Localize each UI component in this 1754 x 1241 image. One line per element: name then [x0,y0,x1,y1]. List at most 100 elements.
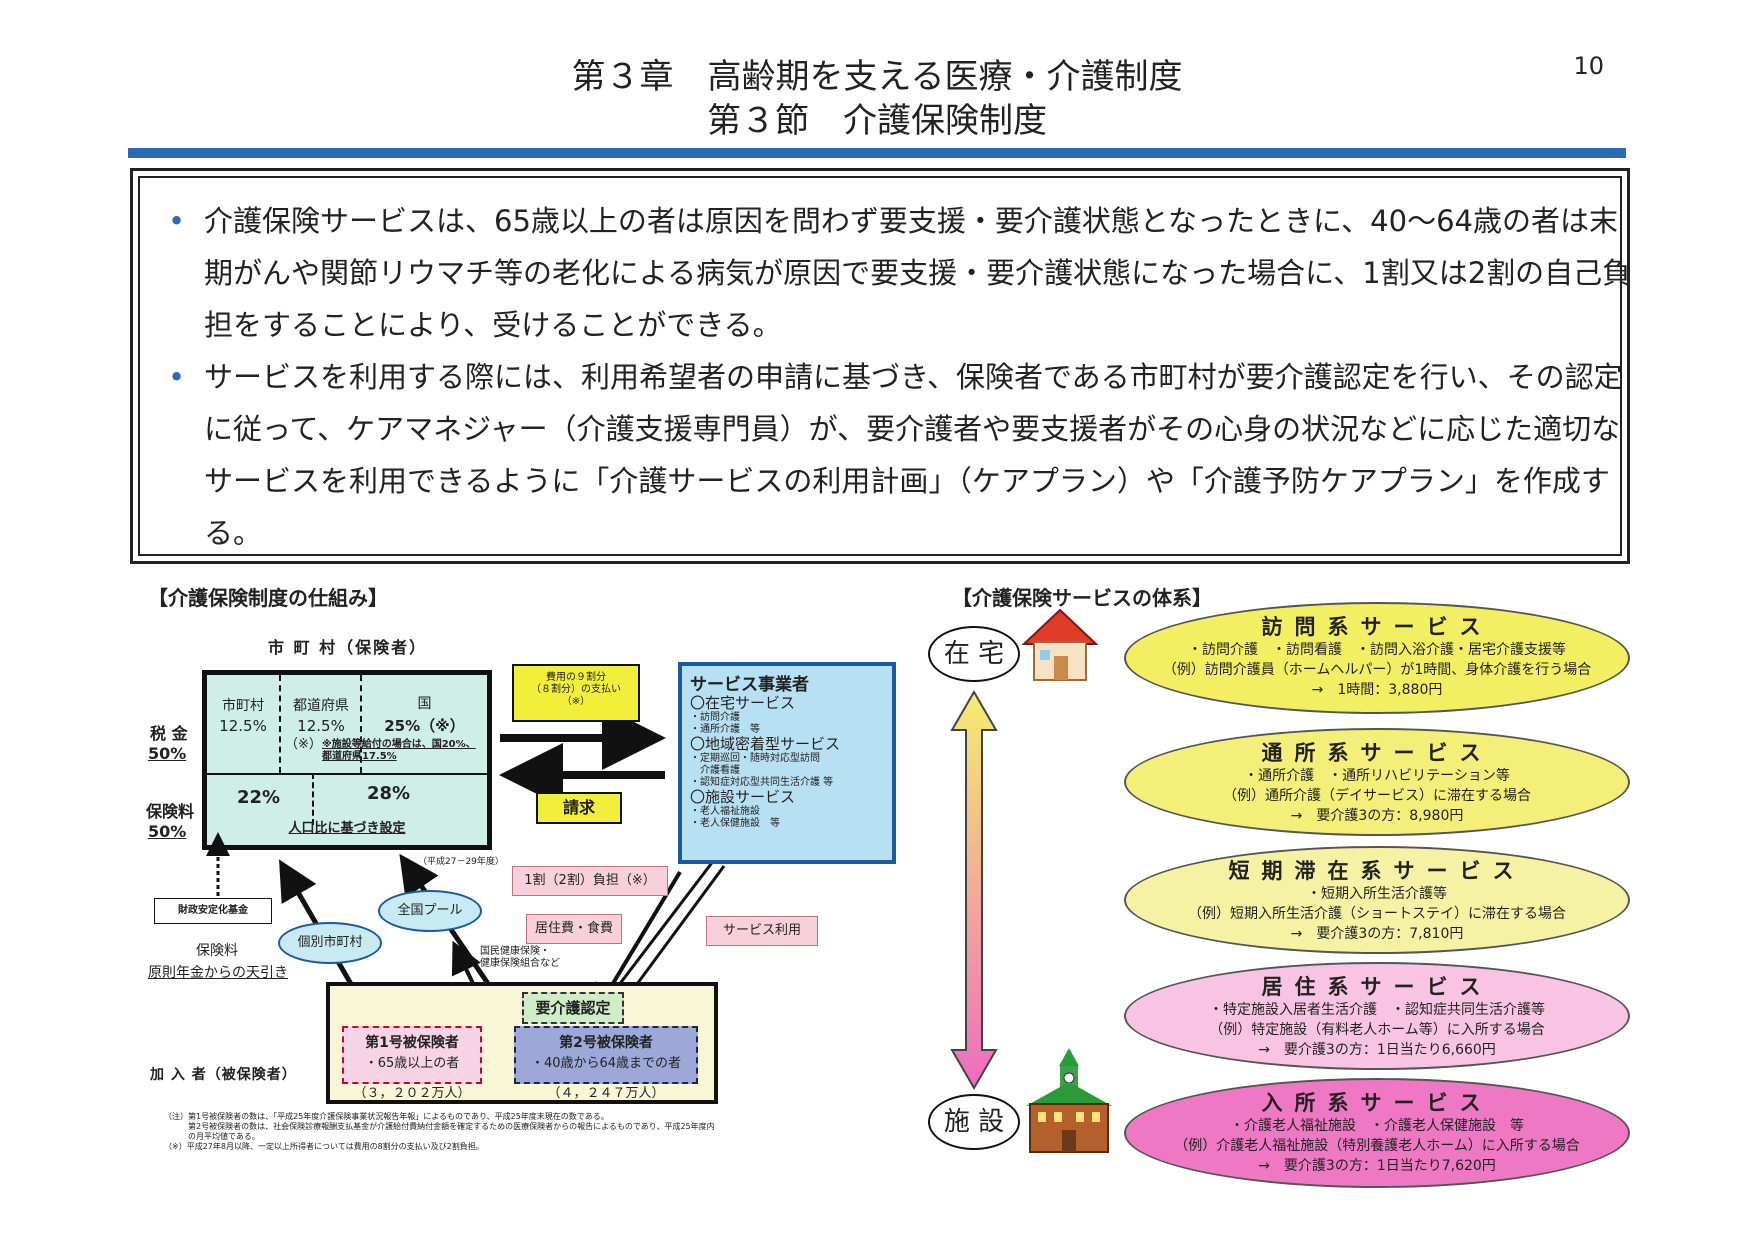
provider-local: 〇地域密着型サービス [690,735,841,753]
service-item: → 要介護3の方：1日当たり7,620円 [1258,1158,1496,1174]
service-name: 訪問系サービス [1261,615,1493,639]
service-item: （例）短期入所生活介護（ショートステイ）に滞在する場合 [1188,906,1566,922]
service-item: ・特定施設入居者生活介護 ・認知症共同生活介護等 [1209,1002,1545,1018]
service-visit: 訪問系サービス ・訪問介護 ・訪問看護 ・訪問入浴介護・居宅介護支援等 （例）訪… [1124,602,1630,714]
insured-1-count: （３，２０２万人） [353,1086,471,1101]
national-percent: 25%（※） [384,717,465,735]
left-section-title: 【介護保険制度の仕組み】 [148,586,388,610]
right-section-title: 【介護保険サービスの体系】 [952,586,1212,610]
facility-building-icon [1026,1048,1112,1153]
summary-bullet-1: • 介護保険サービスは、65歳以上の者は原因を問わず要支援・要介護状態となったとき… [168,195,1644,351]
service-item: → 要介護3の方：7,810円 [1290,926,1464,942]
footnote: 第2号被保険者の数は、社会保険診療報酬支払基金が介護給付費納付金額を確定するため… [164,1122,715,1131]
divider [312,773,314,825]
pref-label: 都道府県 [293,698,349,714]
insured-1-desc: ・65歳以上の者 [364,1056,460,1071]
provider-facility-item: ・老人保健施設 等 [690,818,780,829]
provider-local-item: 介護看護 [690,765,740,776]
tax-percent: 50% [148,744,187,763]
divider [360,675,362,773]
insured-2-title: 第2号被保険者 [559,1035,653,1051]
fund-box: 財政安定化基金 [154,898,272,924]
financing-box: 市町村 12.5% 都道府県 12.5% （※） 国 25%（※） ※施設等給付… [202,670,492,850]
bullet-icon: • [168,204,186,238]
divider [207,773,487,775]
insured-2-desc: ・40歳から64歳までの者 [530,1056,682,1071]
service-name: 短期滞在系サービス [1228,859,1526,883]
service-item: → 要介護3の方：8,980円 [1290,808,1464,824]
footnote: の月平均値である。 [164,1132,260,1141]
footnote: （※）平成27年8月以降、一定以上所得者については費用の8割分の支払い及び2割負… [164,1142,484,1151]
pension-label-2: 原則年金からの天引き [148,965,288,981]
provider-title: サービス事業者 [690,675,809,695]
provider-local-item: ・定期巡回・随時対応型訪問 [690,753,820,764]
summary-box: • 介護保険サービスは、65歳以上の者は原因を問わず要支援・要介護状態となったとき… [130,168,1631,564]
title-rule [128,148,1626,158]
claim-box: 請求 [536,792,622,824]
insured-2-count: （４，２４７万人） [547,1086,665,1101]
population-note: 人口比に基づき設定 [288,821,406,836]
service-item: （例）介護老人福祉施設（特別養護老人ホーム）に入所する場合 [1174,1138,1580,1154]
pension-label-1: 保険料 [196,943,238,959]
provider-box: サービス事業者 〇在宅サービス ・訪問介護 ・通所介護 等 〇地域密着型サービス… [678,662,896,864]
footnote: （注）第1号被保険者の数は、「平成25年度介護保険事業状況報告年報」によるもので… [164,1112,609,1121]
service-item: ・介護老人福祉施設 ・介護老人保健施設 等 [1230,1118,1524,1134]
service-daycare: 通所系サービス ・通所介護 ・通所リハビリテーション等 （例）通所介護（デイサー… [1124,728,1630,836]
provider-local-item: ・認知症対応型共同生活介護 等 [690,777,834,788]
burden-box: 1割（2割）負担（※） [512,866,668,896]
use-arrow [604,859,716,1003]
food-box: 居住費・食費 [526,914,622,944]
provider-home-item: ・通所介護 等 [690,724,760,735]
footnotes: （注）第1号被保険者の数は、「平成25年度介護保険事業状況報告年報」によるもので… [164,1112,854,1152]
city-label: 市町村 [222,698,264,714]
service-residential: 居住系サービス ・特定施設入居者生活介護 ・認知症共同生活介護等 （例）特定施設… [1124,962,1630,1070]
service-name: 通所系サービス [1261,741,1493,765]
premium-1-percent: 22% [237,787,281,808]
insurer-label: 市 町 村（保険者） [268,638,428,657]
service-item: （例）訪問介護員（ホームヘルパー）が1時間、身体介護を行う場合 [1162,662,1592,678]
service-item: ・通所介護 ・通所リハビリテーション等 [1244,768,1510,784]
tax-label: 税 金 [150,724,188,743]
provider-home: 〇在宅サービス [690,694,796,712]
period-note: （平成27－29年度） [418,857,504,867]
payment-note: 費用の９割分 （８割分）の支払い （※） [512,664,640,722]
bullet-icon: • [168,360,186,394]
pref-note: （※） [285,737,322,752]
health-insurance-note: 国民健康保険・ 健康保険組合など [480,946,560,969]
certification-box: 要介護認定 [522,992,624,1024]
city-percent: 12.5% [219,717,267,735]
chapter-title: 第３章 高齢期を支える医療・介護制度 [571,57,1183,97]
provider-facility: 〇施設サービス [690,788,796,806]
service-use-box: サービス利用 [706,916,818,946]
pref-percent: 12.5% [297,717,345,735]
page-number: 10 [1573,52,1604,80]
facility-oval: 施 設 [928,1094,1020,1150]
double-arrow [950,690,998,1090]
service-short-stay: 短期滞在系サービス ・短期入所生活介護等 （例）短期入所生活介護（ショートステイ… [1124,846,1630,954]
premium-label: 保険料 [146,802,195,821]
service-name: 居住系サービス [1261,975,1493,999]
national-pool-bubble: 全国プール [378,890,482,932]
provider-facility-item: ・老人福祉施設 [690,806,760,817]
divider [279,675,281,773]
service-item: → 1時間：3,880円 [1311,682,1443,698]
home-oval: 在 宅 [928,626,1020,682]
service-institutional: 入所系サービス ・介護老人福祉施設 ・介護老人保健施設 等 （例）介護老人福祉施… [1124,1078,1630,1188]
premium-percent: 50% [148,822,187,841]
members-box: 要介護認定 第1号被保険者 ・65歳以上の者 第2号被保険者 ・40歳から64歳… [326,982,718,1104]
members-label: 加 入 者（被保険者） [150,1067,297,1083]
insured-1-title: 第1号被保険者 [365,1035,459,1051]
insured-2-box: 第2号被保険者 ・40歳から64歳までの者 [514,1026,698,1084]
insured-1-box: 第1号被保険者 ・65歳以上の者 [342,1026,482,1084]
service-item: （例）特定施設（有料老人ホーム等）に入所する場合 [1209,1022,1545,1038]
bullet-text: 介護保険サービスは、65歳以上の者は原因を問わず要支援・要介護状態となったときに… [204,204,1632,342]
service-item: ・訪問介護 ・訪問看護 ・訪問入浴介護・居宅介護支援等 [1188,642,1566,658]
summary-bullet-2: • サービスを利用する際には、利用希望者の申請に基づき、保険者である市町村が要介護… [168,351,1644,559]
bullet-text: サービスを利用する際には、利用希望者の申請に基づき、保険者である市町村が要介護認… [204,360,1623,550]
facility-note: ※施設等給付の場合は、国20%、都道府県17.5% [322,739,476,762]
provider-home-item: ・訪問介護 [690,712,740,723]
individual-city-bubble: 個別市町村 [278,922,382,964]
house-icon [1021,608,1099,681]
service-item: ・短期入所生活介護等 [1307,886,1447,902]
service-name: 入所系サービス [1261,1091,1493,1115]
